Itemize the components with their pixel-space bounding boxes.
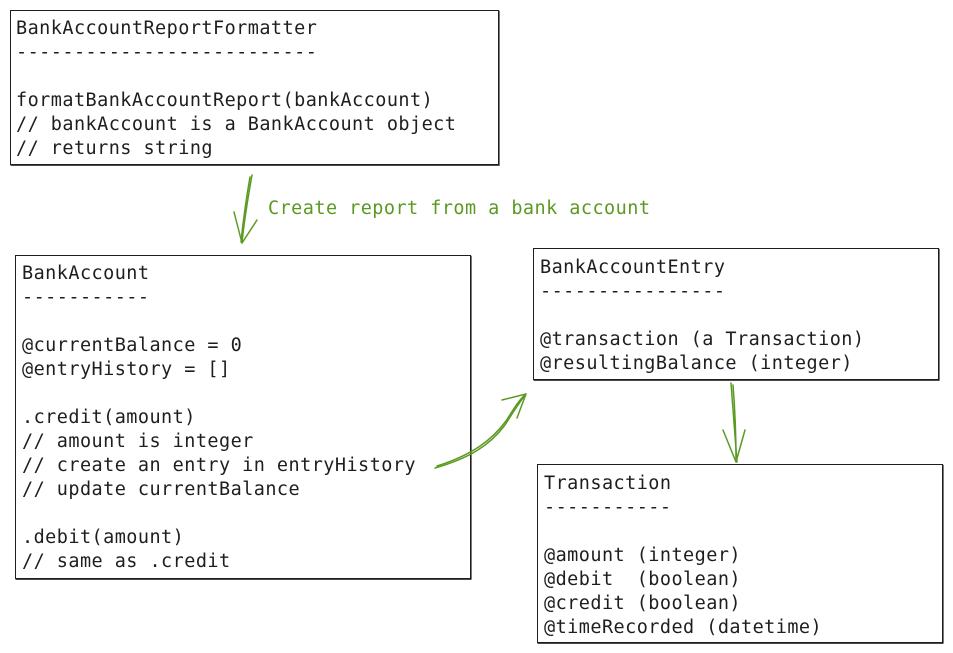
transaction-class-title: Transaction [544, 473, 672, 494]
formatter-return-comment: // returns string [16, 138, 213, 159]
transaction-credit-field: @credit (boolean) [544, 593, 741, 614]
bank-account-class-divider: ----------- [22, 287, 150, 308]
credit-balance-comment: // update currentBalance [22, 479, 301, 500]
debit-comment: // same as .credit [22, 551, 231, 572]
bank-account-class-title: BankAccount [22, 263, 150, 284]
transaction-class-divider: ----------- [544, 497, 672, 518]
transaction-time-field: @timeRecorded (datetime) [544, 617, 823, 638]
formatter-param-comment: // bankAccount is a BankAccount object [16, 114, 457, 135]
formatter-class-box [10, 10, 499, 165]
credit-amount-comment: // amount is integer [22, 431, 254, 452]
entry-transaction-field: @transaction (a Transaction) [540, 329, 865, 350]
credit-method: .credit(amount) [22, 407, 196, 428]
debit-method: .debit(amount) [22, 527, 185, 548]
transaction-amount-field: @amount (integer) [544, 545, 741, 566]
entry-history-field: @entryHistory = [] [22, 359, 231, 380]
arrow-label-create-report: Create report from a bank account [268, 198, 651, 219]
transaction-class-box [537, 464, 943, 643]
credit-entry-comment: // create an entry in entryHistory [22, 455, 416, 476]
formatter-class-divider: -------------------------- [16, 42, 318, 63]
entry-balance-field: @resultingBalance (integer) [540, 353, 853, 374]
entry-class-title: BankAccountEntry [540, 257, 726, 278]
transaction-debit-field: @debit (boolean) [544, 569, 741, 590]
arrow-account-to-entry [434, 393, 527, 469]
current-balance-field: @currentBalance = 0 [22, 335, 243, 356]
bank-account-class-box [15, 255, 471, 579]
bank-account-entry-class-box [533, 248, 939, 380]
arrow-entry-to-transaction [722, 382, 746, 463]
formatter-class-title: BankAccountReportFormatter [16, 18, 318, 39]
arrow-formatter-to-account [233, 174, 258, 244]
entry-class-divider: ---------------- [540, 281, 726, 302]
formatter-method-signature: formatBankAccountReport(bankAccount) [16, 90, 434, 111]
